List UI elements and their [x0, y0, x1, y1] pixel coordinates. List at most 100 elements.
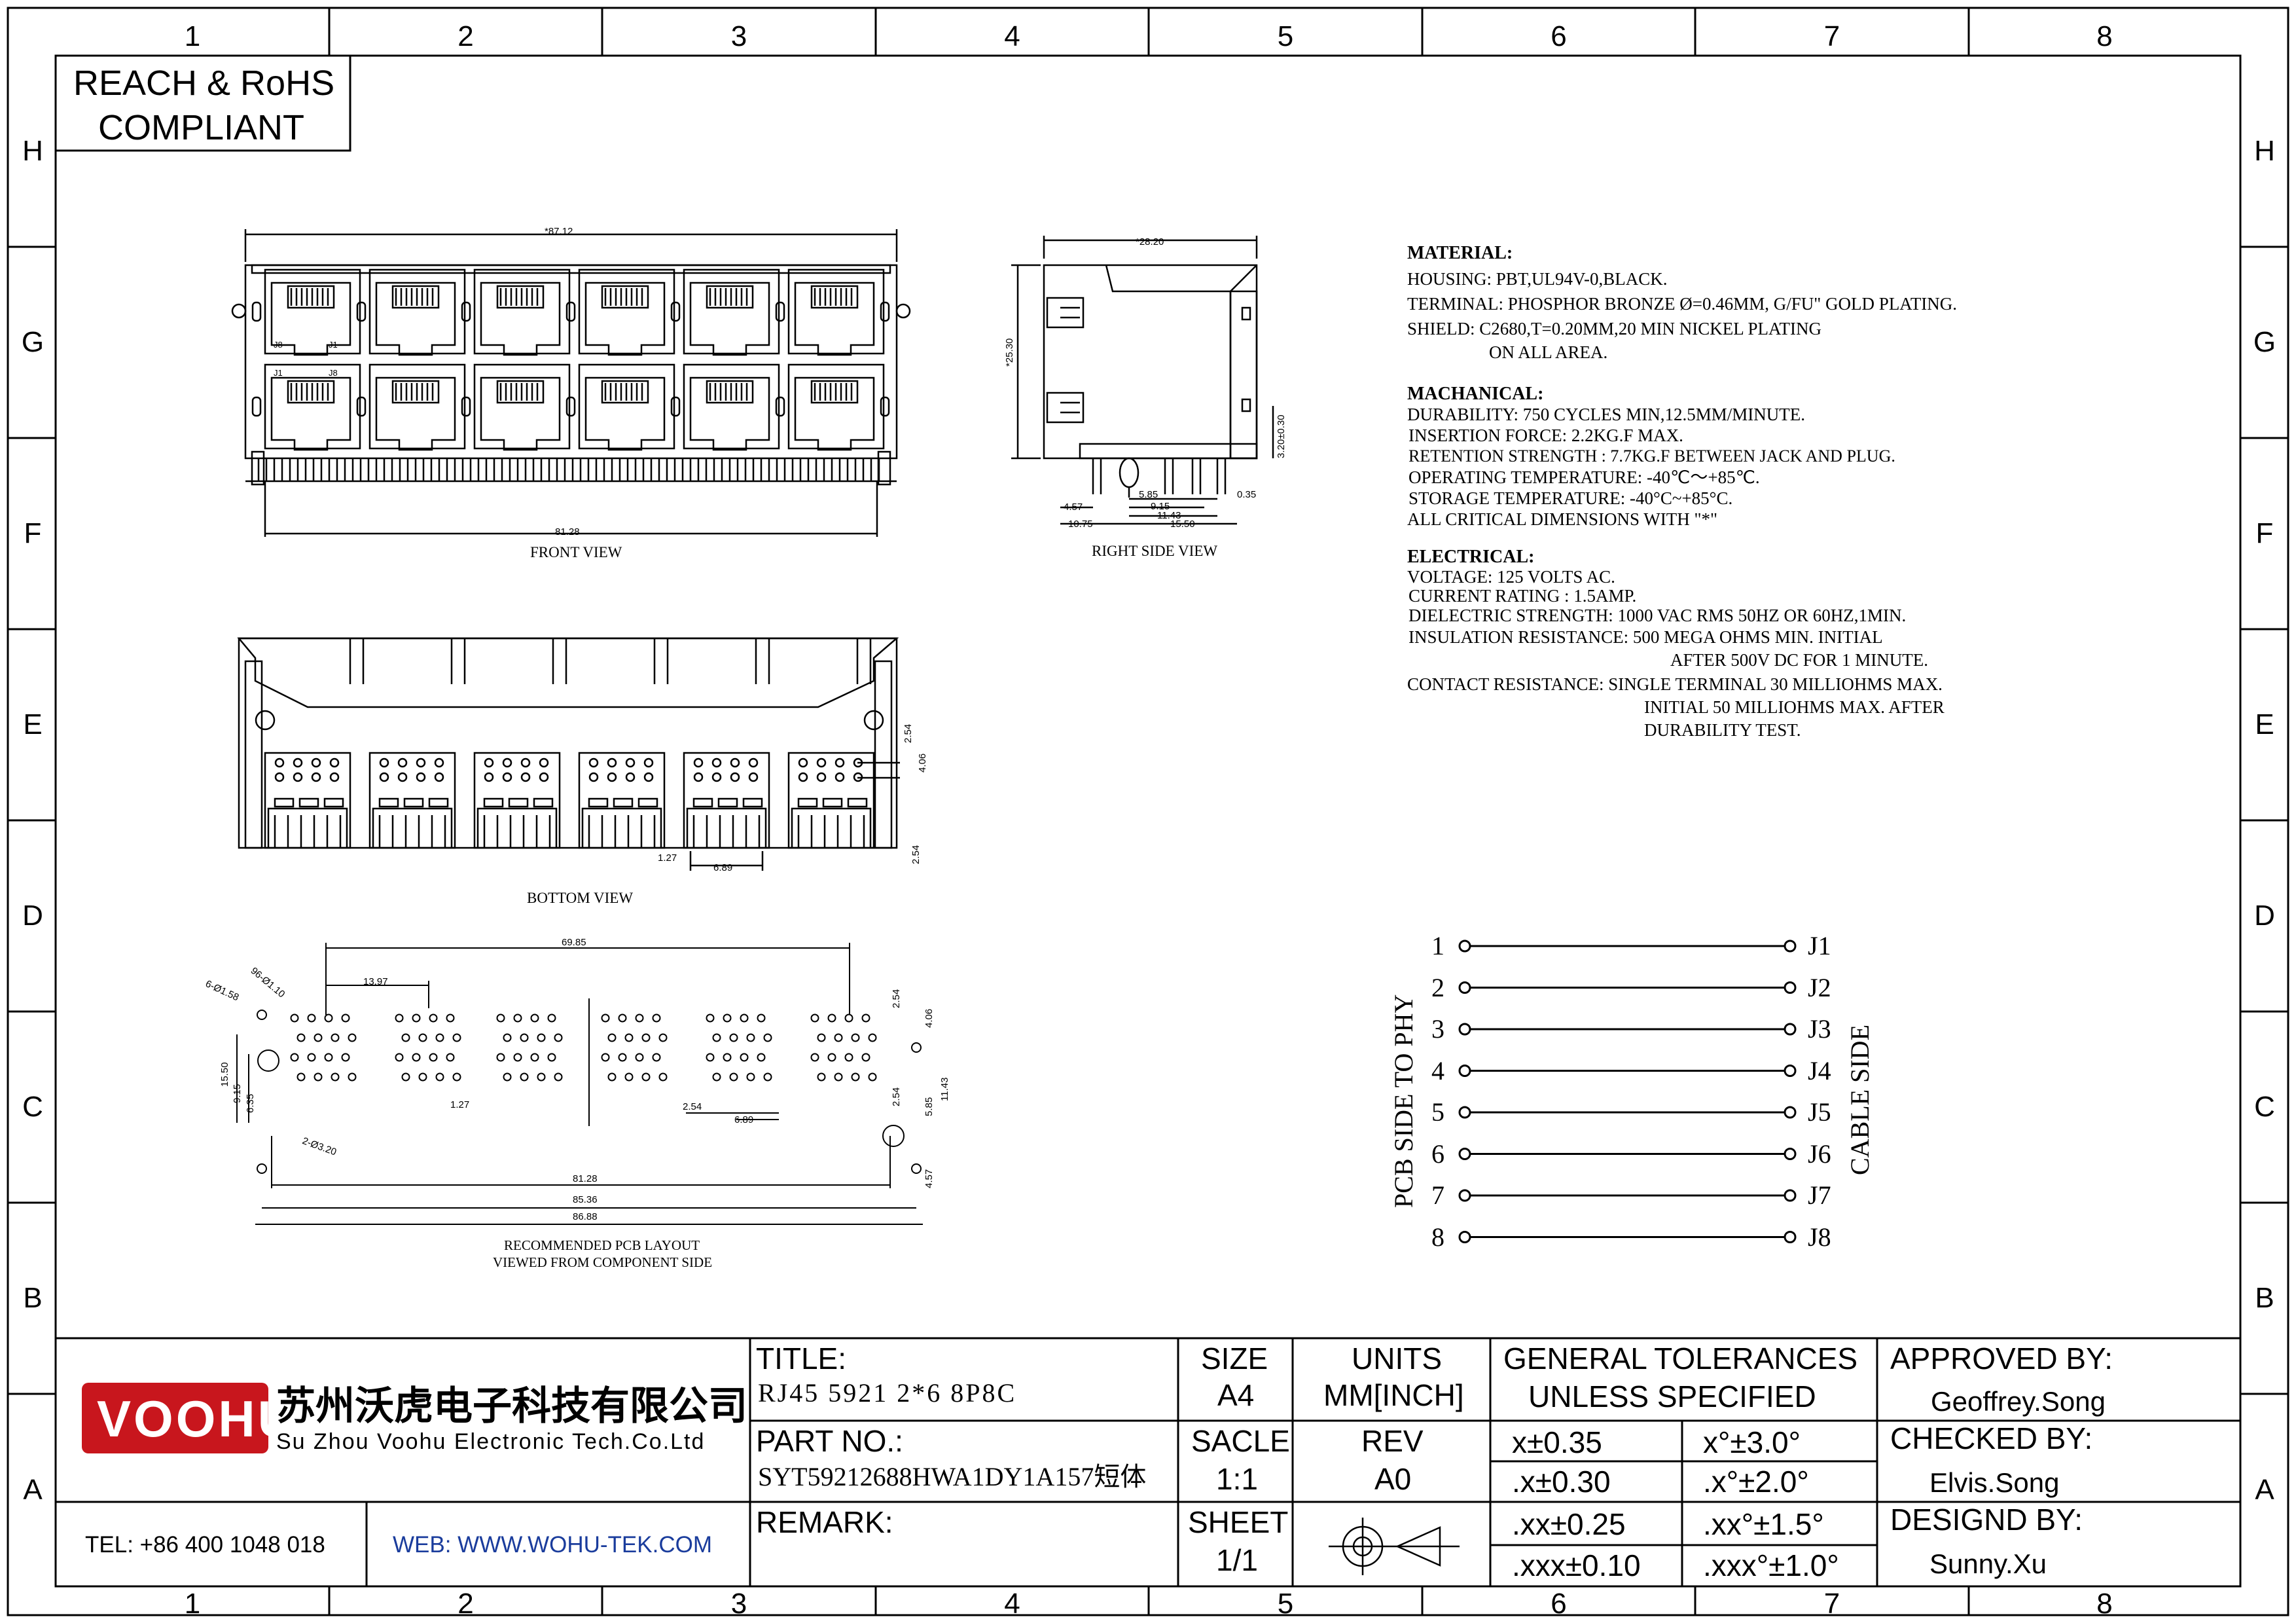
dim-pcb-254c: 2.54 — [891, 1087, 902, 1106]
right-side-view-drawing — [1011, 236, 1274, 525]
zone-col-top: 4 — [1004, 20, 1020, 52]
title-block-lines — [56, 1337, 2240, 1586]
pin-label: 3 — [1431, 1014, 1444, 1044]
designed-by: Sunny.Xu — [1929, 1548, 2047, 1579]
logo-badge — [82, 1383, 268, 1453]
zone-col-bottom: 3 — [730, 1588, 747, 1620]
jack-label: J8 — [1808, 1222, 1831, 1252]
part-no-label: PART NO.: — [756, 1424, 903, 1458]
pin-label: 8 — [1431, 1222, 1444, 1252]
zone-col-bottom: 8 — [2096, 1588, 2113, 1620]
logo-text: VOOHU — [97, 1390, 298, 1448]
jack-label: J2 — [1808, 972, 1831, 1002]
electrical-line-5: AFTER 500V DC FOR 1 MINUTE. — [1670, 650, 1929, 670]
zone-col-bottom: 1 — [184, 1588, 201, 1620]
zone-row-left: G — [21, 326, 45, 358]
jack-label-j1b: J1 — [274, 368, 283, 378]
sheet-value: 1/1 — [1216, 1543, 1258, 1577]
dim-side-035: 0.35 — [1237, 489, 1257, 500]
approved-by: Geoffrey.Song — [1931, 1386, 2106, 1417]
zone-col-bottom: 6 — [1551, 1588, 1567, 1620]
zone-col-bottom: 5 — [1277, 1588, 1294, 1620]
material-line-2: TERMINAL: PHOSPHOR BRONZE Ø=0.46MM, G/FU… — [1407, 294, 1958, 314]
zone-col-bottom: 4 — [1004, 1588, 1020, 1620]
bottom-view-caption: BOTTOM VIEW — [527, 890, 634, 906]
mechanical-line-4: OPERATING TEMPERATURE: -40℃～+85℃. — [1408, 467, 1760, 487]
zone-col-top: 5 — [1277, 20, 1294, 52]
dim-side-915: 9.15 — [1151, 501, 1170, 512]
dim-pcb-915: 9.15 — [232, 1084, 243, 1103]
jack-label-j8: J8 — [274, 340, 283, 350]
company-name-en: Su Zhou Voohu Electronic Tech.Co.Ltd — [276, 1429, 706, 1454]
dim-pcb-254b: 2.54 — [891, 989, 902, 1008]
zone-col-bottom: 2 — [457, 1588, 474, 1620]
website: WEB: WWW.WOHU-TEK.COM — [393, 1532, 712, 1558]
dim-side-height: *25.30 — [1004, 338, 1015, 367]
units-label: UNITS — [1352, 1341, 1442, 1376]
jack-label-j1: J1 — [329, 340, 338, 350]
mechanical-heading: MACHANICAL: — [1407, 384, 1544, 404]
dim-bottom-254a: 2.54 — [903, 723, 914, 743]
rev-value: A0 — [1374, 1462, 1412, 1496]
zone-col-top: 2 — [457, 20, 474, 52]
tolerance-linear: .x±0.30 — [1512, 1465, 1611, 1499]
pcb-layout-caption-1: RECOMMENDED PCB LAYOUT — [504, 1237, 700, 1253]
zone-row-right: G — [2253, 326, 2276, 358]
electrical-line-4: INSULATION RESISTANCE: 500 MEGA OHMS MIN… — [1408, 627, 1883, 647]
jack-label: J1 — [1808, 931, 1831, 960]
dim-pcb-457: 4.57 — [924, 1169, 935, 1188]
checked-by: Elvis.Song — [1929, 1467, 2060, 1498]
front-view-drawing — [231, 229, 911, 537]
checked-label: CHECKED BY: — [1890, 1421, 2093, 1455]
mechanical-line-2: INSERTION FORCE: 2.2KG.F MAX. — [1408, 426, 1683, 445]
tolerance-angular: .xx°±1.5° — [1703, 1507, 1824, 1541]
material-line-1: HOUSING: PBT,UL94V-0,BLACK. — [1407, 269, 1668, 289]
size-label: SIZE — [1201, 1341, 1268, 1376]
size-value: A4 — [1217, 1378, 1255, 1412]
scale-label: SACLE — [1191, 1424, 1290, 1458]
front-view-caption: FRONT VIEW — [530, 544, 622, 560]
pin-label: 5 — [1431, 1097, 1444, 1127]
dim-pcb-1143: 11.43 — [939, 1077, 950, 1101]
electrical-line-6: CONTACT RESISTANCE: SINGLE TERMINAL 30 M… — [1407, 674, 1943, 694]
pin-label: 4 — [1431, 1055, 1444, 1085]
units-value: MM[INCH] — [1323, 1378, 1464, 1412]
jack-label-j8b: J8 — [329, 368, 338, 378]
mechanical-line-5: STORAGE TEMPERATURE: -40°C~+85°C. — [1408, 488, 1733, 508]
dim-pcb-127: 1.27 — [450, 1099, 470, 1110]
pcb-layout-caption-2: VIEWED FROM COMPONENT SIDE — [493, 1254, 713, 1270]
pcb-layout-drawing — [236, 943, 923, 1225]
jack-label: J3 — [1808, 1014, 1831, 1044]
tolerance-linear: .xx±0.25 — [1512, 1507, 1626, 1541]
material-heading: MATERIAL: — [1407, 243, 1513, 263]
zone-col-top: 7 — [1823, 20, 1840, 52]
tolerance-header-2: UNLESS SPECIFIED — [1528, 1379, 1816, 1413]
tolerance-angular: .x°±2.0° — [1703, 1465, 1809, 1499]
dim-side-1550: 15.50 — [1170, 519, 1195, 530]
electrical-line-7: INITIAL 50 MILLIOHMS MAX. AFTER — [1644, 697, 1945, 717]
electrical-line-1: VOLTAGE: 125 VOLTS AC. — [1407, 567, 1615, 587]
zone-row-left: B — [23, 1282, 43, 1314]
zone-row-right: A — [2255, 1474, 2274, 1506]
dim-side-585: 5.85 — [1139, 489, 1158, 500]
sheet-label: SHEET — [1188, 1505, 1289, 1539]
zone-row-left: F — [24, 517, 42, 549]
remark-label: REMARK: — [756, 1505, 893, 1539]
zone-row-left: E — [23, 708, 43, 740]
jack-label: J7 — [1808, 1180, 1831, 1210]
dim-bottom-406: 4.06 — [917, 753, 928, 773]
zone-col-top: 8 — [2096, 20, 2113, 52]
projection-symbol — [1329, 1518, 1460, 1575]
jack-label: J5 — [1808, 1097, 1831, 1127]
tolerance-linear: x±0.35 — [1512, 1425, 1602, 1459]
dim-side-peg: 3.20±0.30 — [1276, 414, 1287, 458]
material-line-3: SHIELD: C2680,T=0.20MM,20 MIN NICKEL PLA… — [1407, 319, 1821, 338]
dim-pcb-635: 6.35 — [245, 1093, 256, 1113]
pin-label: 2 — [1431, 972, 1444, 1002]
electrical-line-3: DIELECTRIC STRENGTH: 1000 VAC RMS 50HZ O… — [1408, 606, 1907, 625]
pin-label: 1 — [1431, 931, 1444, 960]
mechanical-line-6: ALL CRITICAL DIMENSIONS WITH "*" — [1407, 509, 1718, 529]
dim-pcb-8536: 85.36 — [573, 1194, 598, 1205]
pin-label: 6 — [1431, 1139, 1444, 1169]
dim-pcb-406: 4.06 — [924, 1008, 935, 1028]
